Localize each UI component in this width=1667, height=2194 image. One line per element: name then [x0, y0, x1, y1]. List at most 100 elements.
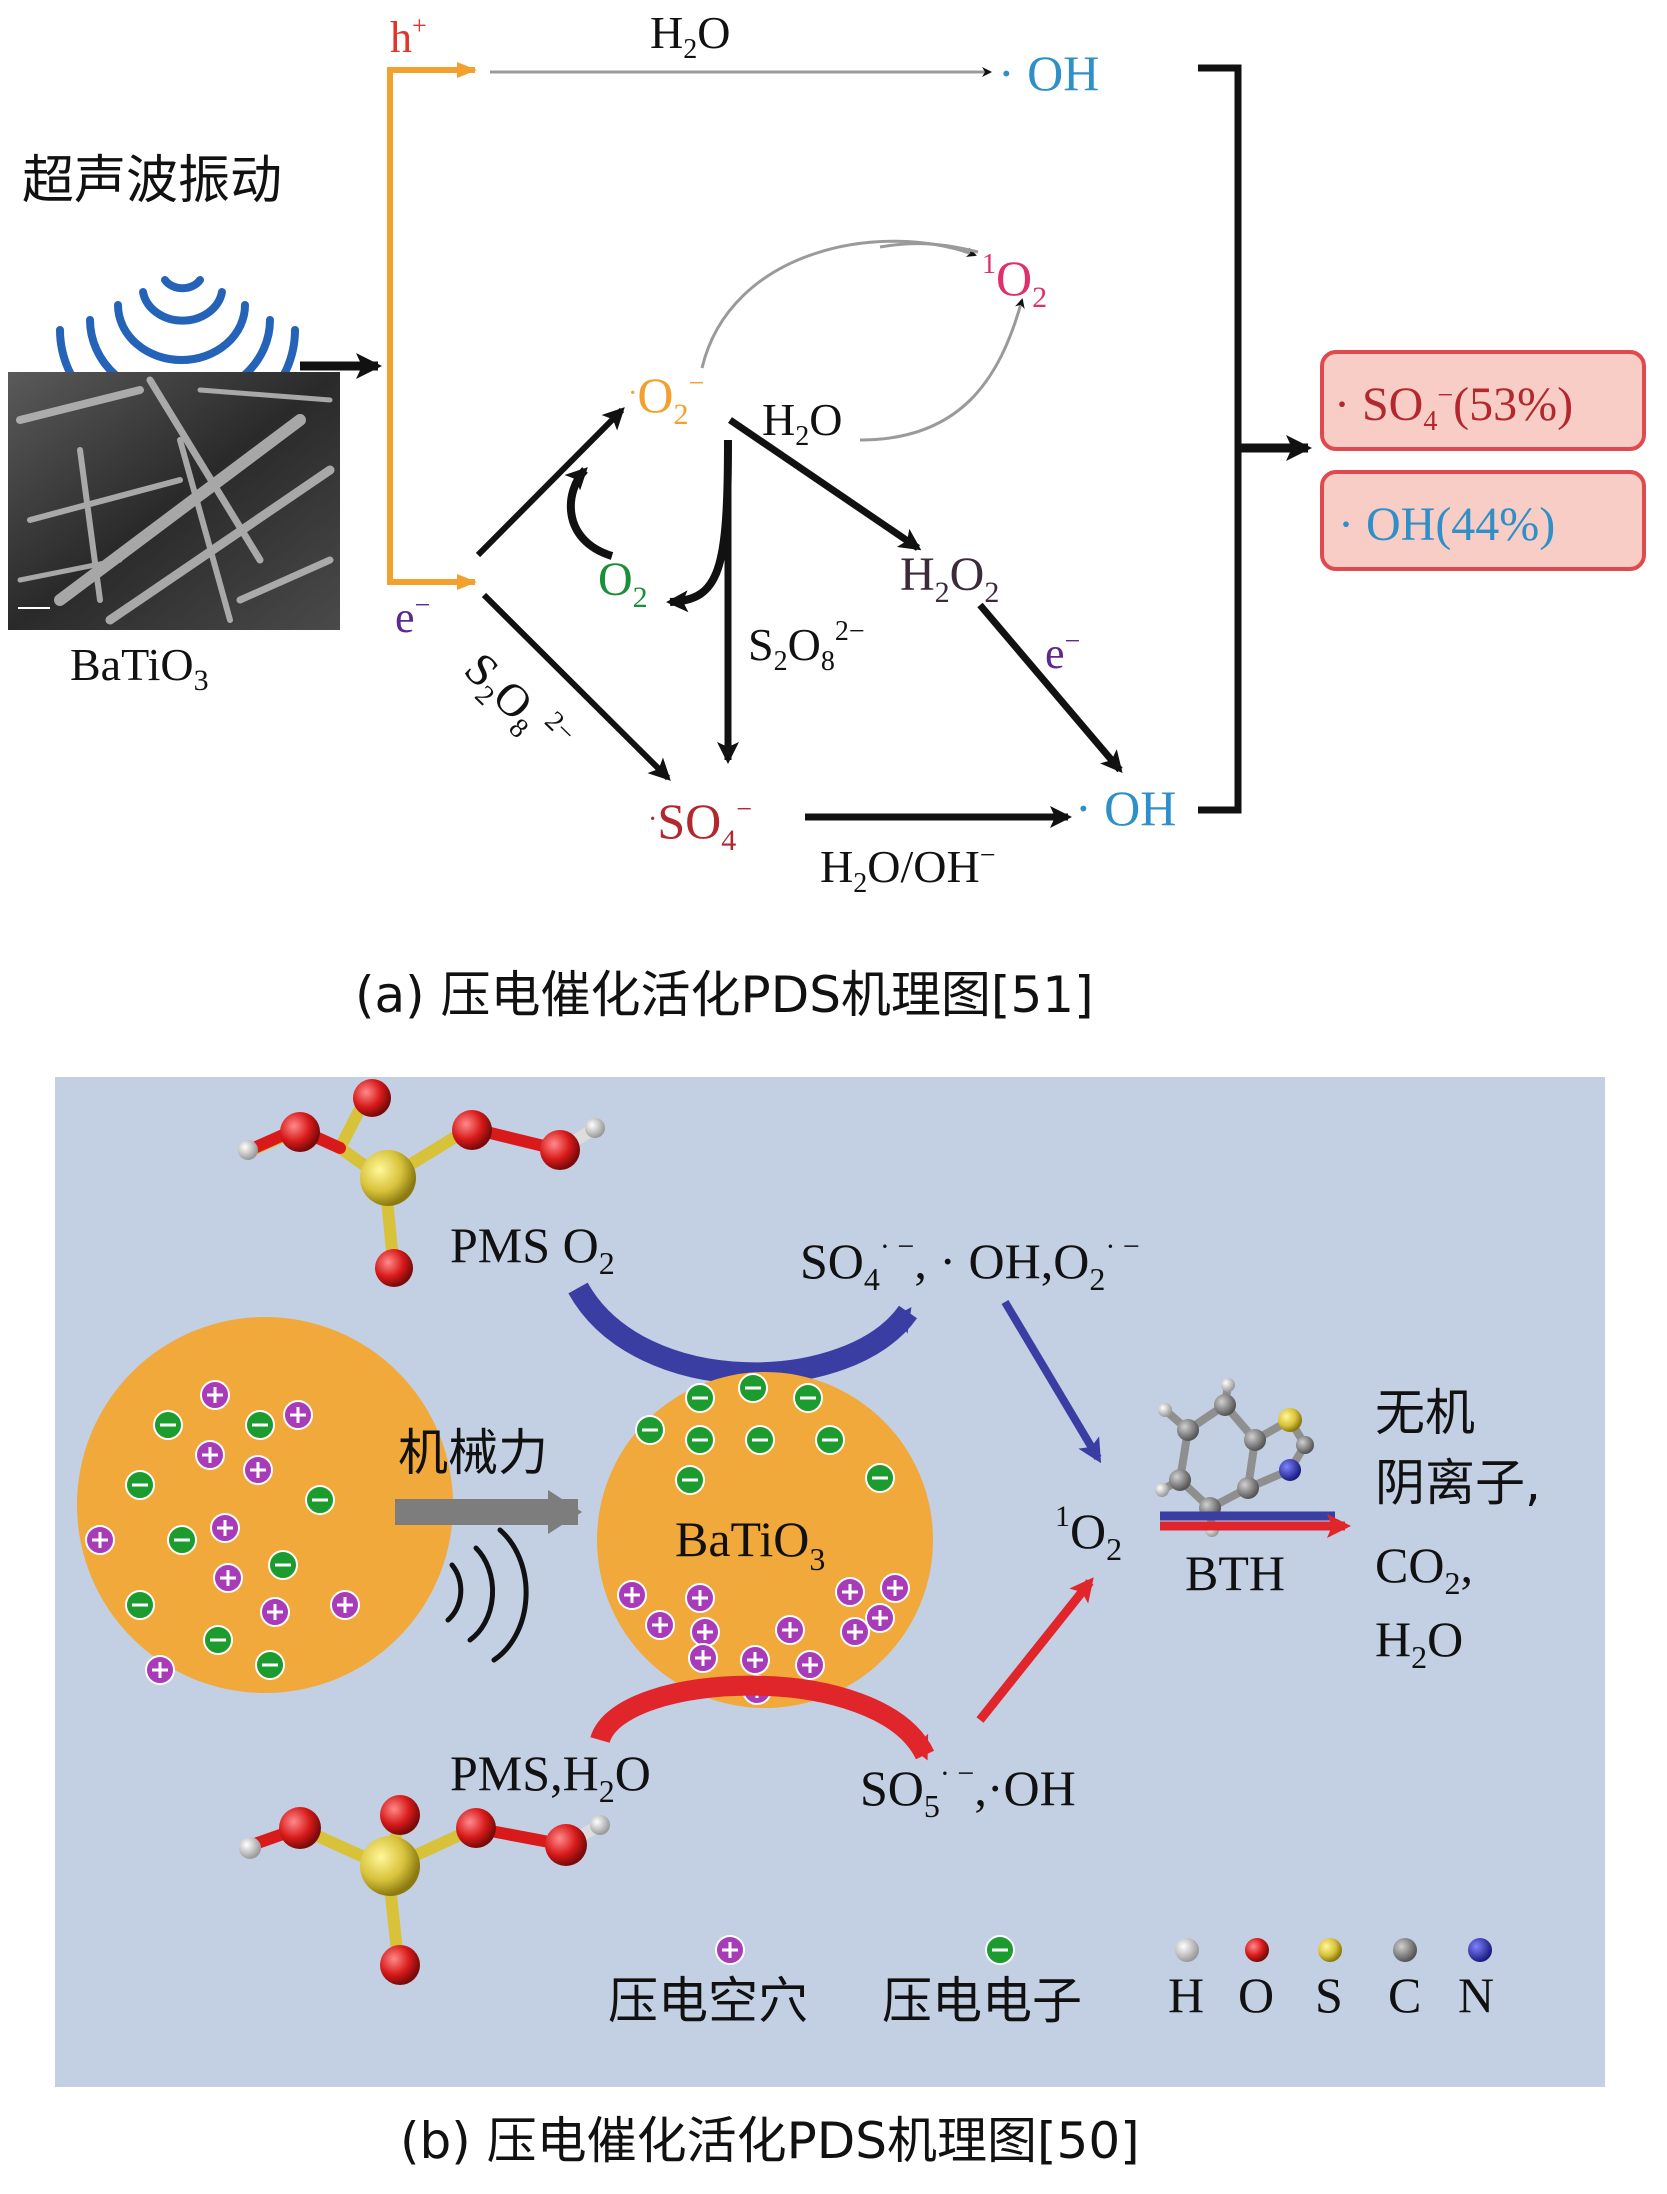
final-product-3: CO2, [1375, 1537, 1473, 1601]
hole-charge-icon [145, 1655, 175, 1685]
hole-charge-icon [200, 1380, 230, 1410]
s2o8-left-label: S2O8 2− [450, 640, 581, 770]
legend-h-atom-icon [1175, 1938, 1199, 1962]
hole-charge-icon [617, 1580, 647, 1610]
vibration-waves-icon [445, 1527, 529, 1663]
ultrasound-label: 超声波振动 [22, 151, 282, 211]
electron-charge-icon [738, 1373, 768, 1403]
superoxide-label: ·O2− [628, 367, 704, 431]
hole-charge-icon [213, 1563, 243, 1593]
hole-charge-icon [795, 1650, 825, 1680]
hole-label: h+ [390, 11, 427, 62]
caption-a: (a) 压电催化活化PDS机理图[51] [355, 966, 1094, 1024]
caption-b: (b) 压电催化活化PDS机理图[50] [400, 2112, 1140, 2170]
red-arc-bottom [590, 1675, 935, 1761]
legend-electron-label: 压电电子 [882, 1972, 1082, 2030]
legend-electron-icon [985, 1935, 1015, 1965]
hole-charge-icon [688, 1643, 718, 1673]
s2o8-mid-label: S2O82− [748, 616, 865, 677]
result-box-so4: · SO4−(53%) [1320, 350, 1646, 451]
pms-h2o-label: PMS,H2O [450, 1745, 651, 1809]
hole-charge-icon [835, 1577, 865, 1607]
electron-charge-icon [245, 1410, 275, 1440]
electron-charge-icon [167, 1525, 197, 1555]
red-arrow-to-singlet [976, 1577, 1094, 1723]
electron-charge-icon [685, 1425, 715, 1455]
mechanical-force-label: 机械力 [398, 1424, 548, 1482]
oh-bottom-label: · OH [1075, 780, 1176, 836]
electron-charge-icon [865, 1463, 895, 1493]
hole-charge-icon [645, 1610, 675, 1640]
reaction-arrows-a [475, 239, 1123, 828]
charge-separation-branch [387, 62, 477, 590]
charge-markers [85, 1373, 910, 1705]
final-products: 无机 阴离子, CO2, H2O [1375, 1384, 1541, 1675]
hole-charge-icon [880, 1573, 910, 1603]
electron-charge-icon [255, 1650, 285, 1680]
legend-o-atom-icon [1245, 1938, 1269, 1962]
batio3-label: BaTiO3 [70, 639, 209, 697]
electron-charge-icon [125, 1470, 155, 1500]
hole-charge-icon [283, 1400, 313, 1430]
panel-b: PMS O2 SO4· −, · OH,O2· − 机械力 BaTiO3 1O2 [55, 1077, 1605, 2170]
final-product-1: 无机 [1375, 1384, 1475, 1442]
hole-charge-icon [865, 1603, 895, 1633]
electron-charge-icon [203, 1625, 233, 1655]
result-box-oh: · OH(44%) [1320, 470, 1646, 571]
hole-charge-icon [85, 1525, 115, 1555]
electron-charge-icon [685, 1383, 715, 1413]
hole-charge-icon [840, 1617, 870, 1647]
h2o-oh-bottom-label: H2O/OH− [820, 840, 995, 899]
legend-h-label: H [1168, 1967, 1204, 2023]
blue-arc-top [568, 1282, 918, 1385]
electron-charge-icon [153, 1410, 183, 1440]
blue-arrow-to-singlet [1001, 1299, 1102, 1464]
hole-charge-icon [690, 1617, 720, 1647]
peroxide-label: H2O2 [900, 548, 999, 609]
singlet-oxygen-b: 1O2 [1055, 1500, 1122, 1567]
hole-charge-icon [260, 1597, 290, 1627]
legend-s-atom-icon [1318, 1938, 1342, 1962]
bth-label: BTH [1185, 1545, 1285, 1601]
svg-text:· OH(44%): · OH(44%) [1338, 498, 1555, 551]
legend-c-label: C [1388, 1967, 1421, 2023]
legend-n-atom-icon [1468, 1938, 1492, 1962]
electron-charge-icon [745, 1425, 775, 1455]
electron-charge-icon [268, 1550, 298, 1580]
products-bracket [1198, 64, 1242, 814]
electron-charge-icon [675, 1465, 705, 1495]
hole-charge-icon [210, 1513, 240, 1543]
pms-o2-label: PMS O2 [450, 1217, 615, 1281]
singlet-oxygen-label: 1O2 [982, 249, 1047, 314]
electron-charge-icon [793, 1383, 823, 1413]
hole-charge-icon [685, 1583, 715, 1613]
legend-s-label: S [1315, 1967, 1343, 2023]
electron-charge-icon [125, 1590, 155, 1620]
hole-charge-icon [740, 1645, 770, 1675]
legend-o-label: O [1238, 1967, 1274, 2023]
final-product-2: 阴离子, [1375, 1454, 1541, 1512]
legend-n-label: N [1458, 1967, 1494, 2023]
legend-hole-icon [715, 1935, 745, 1965]
batio3-sem-image [8, 372, 340, 630]
legend-hole-label: 压电空穴 [608, 1972, 808, 2030]
electron-label: e− [395, 590, 430, 642]
h2o-mid-label: H2O [762, 394, 842, 452]
sulfate-radical-label: ·SO4− [648, 793, 752, 857]
products-top-label: SO4· −, · OH,O2· − [800, 1230, 1140, 1297]
electron-charge-icon [305, 1485, 335, 1515]
panel-a: 超声波振动 BaTiO [8, 7, 1646, 1024]
electron-charge-icon [635, 1415, 665, 1445]
oh-top-label: · OH [998, 45, 1099, 101]
hole-charge-icon [195, 1440, 225, 1470]
batio3-label-b: BaTiO3 [675, 1511, 825, 1577]
hole-charge-icon [243, 1455, 273, 1485]
h2o-top-label: H2O [650, 7, 730, 65]
hole-charge-icon [330, 1590, 360, 1620]
e-minus-right-label: e− [1045, 626, 1080, 678]
electron-charge-icon [815, 1425, 845, 1455]
legend: 压电空穴 压电电子 H O S C N [608, 1935, 1494, 2030]
hole-charge-icon [775, 1615, 805, 1645]
legend-c-atom-icon [1393, 1938, 1417, 1962]
